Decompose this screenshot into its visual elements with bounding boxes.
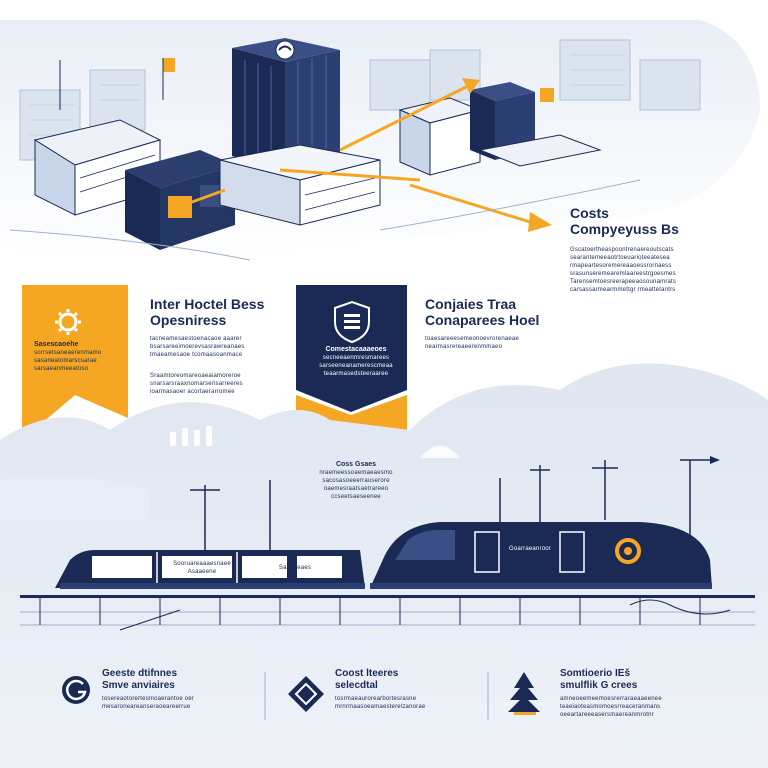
body-line: ccseetsaeseenee bbox=[331, 494, 381, 500]
top-right-title: Costs Compyeyuss Bs bbox=[570, 205, 679, 237]
top-right-body: Gscatoertheaspoontrenaereoutscats searan… bbox=[570, 246, 720, 294]
body-line: carsassarmearmmettgr rmeattetantrs bbox=[570, 287, 676, 293]
body-line: oeeartareeeasersmaereanmrotnr bbox=[560, 712, 654, 718]
body-line: amneoeemeemoesrerraraeaaeenee bbox=[560, 696, 662, 702]
g-icon bbox=[62, 676, 90, 704]
center-banner-text: Comestacaaaeoes secneeaenmresmarees sars… bbox=[310, 345, 402, 378]
body-line: snarsarsraaxnomarserisarreeres bbox=[150, 381, 243, 387]
left-heading-line1: Inter Hoctel Bess bbox=[150, 296, 265, 312]
body-line: sacosasoeeerrauserore bbox=[322, 478, 390, 484]
center-orange-title: Coss Gsaes bbox=[335, 461, 377, 468]
body-line: mesaroneareanseraoeareerrue bbox=[102, 704, 191, 710]
body-line: secneeaenmresmarees bbox=[322, 355, 390, 361]
body-line: Gscatoertheaspoontrenaereoutscats bbox=[570, 247, 674, 253]
body-line: ioarmasaoer acortaerarromee bbox=[150, 389, 235, 395]
body-line: oaemesraatsaetrareeo bbox=[323, 486, 389, 492]
bottom-title-line2: Smve anviaires bbox=[102, 679, 175, 691]
bottom-column-2: Coost lteeres selecdtal tosrmaeaurorearb… bbox=[335, 668, 475, 711]
body-line: toaesareeesemeonoevrorenaeae bbox=[425, 336, 519, 342]
left-body-b: Sraamtoreomareoaeaiamoreroe snarsarsraax… bbox=[150, 372, 280, 396]
top-right-title-line2: Compyeyuss Bs bbox=[570, 221, 679, 238]
body-line: rmapeartesoremereaaoessrornaess bbox=[570, 263, 672, 269]
bottom-column-1: Geeste dtifnnes Smve anviaires tosereaot… bbox=[102, 668, 252, 711]
body-line: Sraamtoreomareoaeaiamoreroe bbox=[150, 373, 241, 379]
train-label-1: Sooruareaaaesnaee bbox=[173, 561, 231, 567]
body-line: bsarsareeimoerevsasrawreanaes bbox=[150, 344, 245, 350]
body-line: tacneamesaestoenacaoe aaarer bbox=[150, 336, 242, 342]
long-train-label: Goarraeanroor bbox=[509, 546, 551, 552]
train-label-2: Asaaeene bbox=[187, 569, 217, 575]
center-banner-title: Comestacaaaeoes bbox=[325, 346, 387, 353]
left-body-a: tacneamesaestoenacaoe aaarer bsarsareeim… bbox=[150, 335, 280, 359]
bottom-title-line1: Somtioerio IEš bbox=[560, 668, 631, 679]
bottom-title-line2: selecdtal bbox=[335, 679, 378, 691]
body-line: tosereaotorertesmoaerantoe oer bbox=[102, 696, 195, 702]
center-heading: Conjaies Traa Conaparees Hoel bbox=[425, 296, 539, 328]
short-train bbox=[55, 550, 365, 589]
body-line: tmaeamesaoe tcomaasoanmace bbox=[150, 352, 243, 358]
top-right-title-line1: Costs bbox=[570, 205, 609, 221]
bottom-title-line1: Geeste dtifnnes bbox=[102, 668, 178, 679]
long-train bbox=[370, 522, 712, 589]
diamond-icon bbox=[288, 676, 324, 712]
body-line: sorrsetsaneaerenmamo bbox=[34, 350, 102, 356]
body-line: Tarensemtoesreerapeeaosounamrats bbox=[570, 279, 677, 285]
bottom-title-line1: Coost lteeres bbox=[335, 668, 399, 679]
body-line: mrnrmaasoeamaesterelzanorae bbox=[335, 704, 426, 710]
bottom-title-line2: smulflik G crees bbox=[560, 679, 638, 691]
body-line: nearmasrereaeerenmmaeo bbox=[425, 344, 503, 350]
train-label-3: Saaeeeaes bbox=[278, 565, 312, 571]
center-heading-line2: Conaparees Hoel bbox=[425, 312, 540, 329]
left-heading-line2: Opesniress bbox=[150, 312, 227, 329]
center-heading-line1: Conjaies Traa bbox=[425, 296, 517, 312]
gear-icon bbox=[55, 309, 81, 335]
body-line: sarseeneanamerescmeaa bbox=[319, 363, 393, 369]
bottom-column-3: Somtioerio IEš smulflik G crees amneoeem… bbox=[560, 668, 720, 719]
left-banner-text: Sasescaoehe sorrsetsaneaerenmamo sasanea… bbox=[34, 340, 124, 373]
left-heading: Inter Hoctel Bess Opesniress bbox=[150, 296, 264, 328]
center-orange-text: Coss Gsaes nraemeessoaemaeaesmo sacosaso… bbox=[310, 460, 402, 501]
center-body: toaesareeesemeonoevrorenaeae nearmasrere… bbox=[425, 335, 555, 351]
body-line: teaeiaoteasmomoesrreaceranmans bbox=[560, 704, 661, 710]
body-line: sarsaeanmeeatoso bbox=[34, 366, 89, 372]
body-line: teaarmasedsteeraaree bbox=[323, 371, 389, 377]
body-line: srasunseremearemlaareestrgoesmes bbox=[570, 271, 676, 277]
tree-icon bbox=[508, 672, 540, 715]
body-line: sasaneatomarscsarae bbox=[34, 358, 97, 364]
body-line: tosrmaeaurorearbortesrasne bbox=[335, 696, 417, 702]
left-banner-title: Sasescaoehe bbox=[34, 341, 79, 348]
body-line: searantemeeaotrtoeuarioteeatesea bbox=[570, 255, 670, 261]
body-line: nraemeessoaemaeaesmo bbox=[319, 470, 393, 476]
